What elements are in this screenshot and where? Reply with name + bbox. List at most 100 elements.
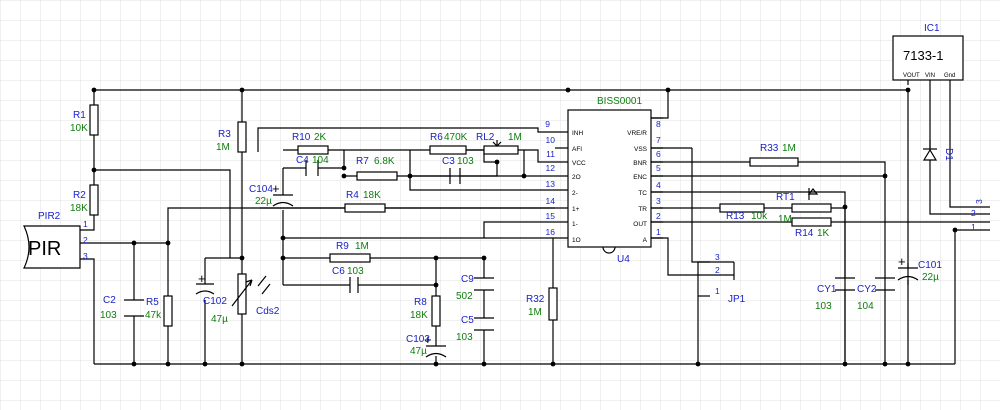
svg-text:+: + [898, 254, 906, 269]
diode-d1: D1 [922, 148, 954, 161]
ic1-ref: IC1 [924, 23, 940, 34]
svg-text:C103: C103 [406, 334, 430, 345]
capacitor-c3: C3 103 [442, 156, 474, 184]
svg-text:R13: R13 [726, 211, 745, 222]
resistor-r1: R1 10K [70, 104, 99, 136]
resistor-r8: R8 18K [410, 295, 441, 327]
svg-text:R32: R32 [526, 294, 545, 305]
ic1-pin-vin: VIN [925, 73, 935, 79]
u4-pin7-name: VSS [634, 146, 648, 153]
svg-text:C4: C4 [296, 155, 309, 166]
u4-pin11-num: 11 [546, 149, 555, 159]
u4-pin8-num: 8 [656, 119, 661, 129]
u4-pin5-name: ENC [633, 174, 647, 181]
svg-text:C3: C3 [442, 156, 455, 167]
capacitor-cy2: CY2 104 [857, 277, 895, 312]
svg-text:1M: 1M [778, 214, 792, 225]
ic1-7133-1: IC1 7133-1 VOUT VIN Gnd [892, 23, 964, 81]
pir-label: PIR [28, 238, 61, 260]
u4-pin15-name: 1- [572, 221, 578, 228]
svg-text:C102: C102 [203, 296, 227, 307]
resistors: R1 10K R2 18K R3 1M R5 47k R10 2K R7 6.8… [70, 104, 832, 327]
svg-text:C5: C5 [461, 315, 474, 326]
resistor-r7: R7 6.8K [356, 156, 398, 181]
u4-title: BISS0001 [597, 96, 642, 107]
u4-body [567, 109, 652, 248]
u4-pin3-num: 3 [656, 196, 661, 206]
svg-text:R8: R8 [414, 297, 427, 308]
resistor-r6: R6 470K [429, 132, 468, 155]
svg-text:JP1: JP1 [728, 294, 746, 305]
ic1-body [892, 35, 964, 81]
resistor-r9: R9 1M [329, 241, 371, 263]
resistor-r10: R10 2K [292, 132, 329, 155]
pir-pin3: 3 [83, 251, 88, 261]
svg-text:10k: 10k [751, 211, 768, 222]
svg-text:1M: 1M [355, 241, 369, 252]
u4-pin12-num: 12 [546, 163, 556, 173]
resistor-rl2: RL2 1M [476, 132, 522, 155]
svg-text:1K: 1K [817, 228, 830, 239]
svg-text:22µ: 22µ [255, 196, 272, 207]
capacitors: C2 103 + C102 47µ Cds2 + C104 22µ C4 104 [100, 155, 942, 364]
u4-pin16-name: 1O [572, 237, 581, 244]
resistor-r2: R2 18K [70, 184, 99, 216]
u4-pin6-name: BNR [633, 160, 647, 167]
output-connector: 3 2 1 [971, 199, 990, 232]
svg-text:C2: C2 [103, 295, 116, 306]
capacitor-c4: C4 104 [296, 155, 329, 176]
capacitor-c101: + C101 22µ [897, 254, 942, 283]
u4-pin4-name: TC [638, 190, 647, 197]
svg-text:C6: C6 [332, 266, 345, 277]
svg-text:470K: 470K [444, 132, 468, 143]
resistor-r4: R4 18K [344, 190, 386, 213]
pir-pin2: 2 [83, 235, 88, 245]
svg-text:R9: R9 [336, 241, 349, 252]
svg-text:3: 3 [974, 199, 984, 204]
svg-text:103: 103 [815, 301, 832, 312]
u4-pin3-name: TR [638, 206, 647, 213]
u4-pin14-name: 1+ [572, 206, 580, 213]
svg-text:47k: 47k [145, 310, 162, 321]
capacitor-c103: + C103 47µ [406, 332, 447, 358]
capacitor-c102: + C102 47µ [195, 271, 228, 325]
svg-text:1M: 1M [508, 132, 522, 143]
pir-body [23, 225, 81, 269]
u4-pin14-num: 14 [546, 196, 556, 206]
pir-ref: PIR2 [38, 211, 61, 222]
u4-biss0001: BISS0001 U4 9 INH 10 AFI 11 VCC 12 2O 13… [545, 96, 663, 265]
resistor-r32: R32 1M [526, 287, 558, 321]
svg-text:104: 104 [312, 155, 329, 166]
svg-text:18K: 18K [410, 310, 428, 321]
svg-text:C101: C101 [918, 260, 942, 271]
jumper-jp1: 3 2 1 JP1 [710, 252, 746, 305]
u4-pin10-name: AFI [572, 146, 582, 153]
capacitor-c9: C9 502 [456, 274, 494, 302]
svg-text:103: 103 [456, 332, 473, 343]
u4-pin2-name: OUT [633, 221, 647, 228]
resistor-r5: R5 47k [145, 295, 173, 327]
resistor-r14: R14 1K [791, 217, 832, 239]
u4-pin16-num: 16 [546, 227, 556, 237]
svg-text:R7: R7 [356, 156, 369, 167]
capacitor-c104: + C104 22µ [249, 181, 294, 207]
svg-text:1: 1 [715, 286, 720, 296]
svg-text:CY1: CY1 [817, 284, 837, 295]
capacitor-c2: C2 103 [100, 295, 144, 321]
c102-plus: + [198, 271, 206, 286]
svg-text:C104: C104 [249, 184, 273, 195]
u4-pin12-name: 2O [572, 174, 581, 181]
svg-text:R4: R4 [346, 190, 359, 201]
pir-sensor: PIR2 PIR 1 2 3 [23, 211, 88, 269]
resistor-r13: R13 10k [719, 203, 768, 222]
svg-text:R10: R10 [292, 132, 311, 143]
u4-pin15-num: 15 [546, 211, 556, 221]
u4-pin13-name: 2- [572, 190, 578, 197]
svg-text:+: + [424, 332, 432, 347]
svg-text:CY2: CY2 [857, 284, 877, 295]
svg-text:D1: D1 [943, 148, 954, 161]
svg-text:47µ: 47µ [211, 314, 228, 325]
svg-text:R1: R1 [73, 110, 86, 121]
